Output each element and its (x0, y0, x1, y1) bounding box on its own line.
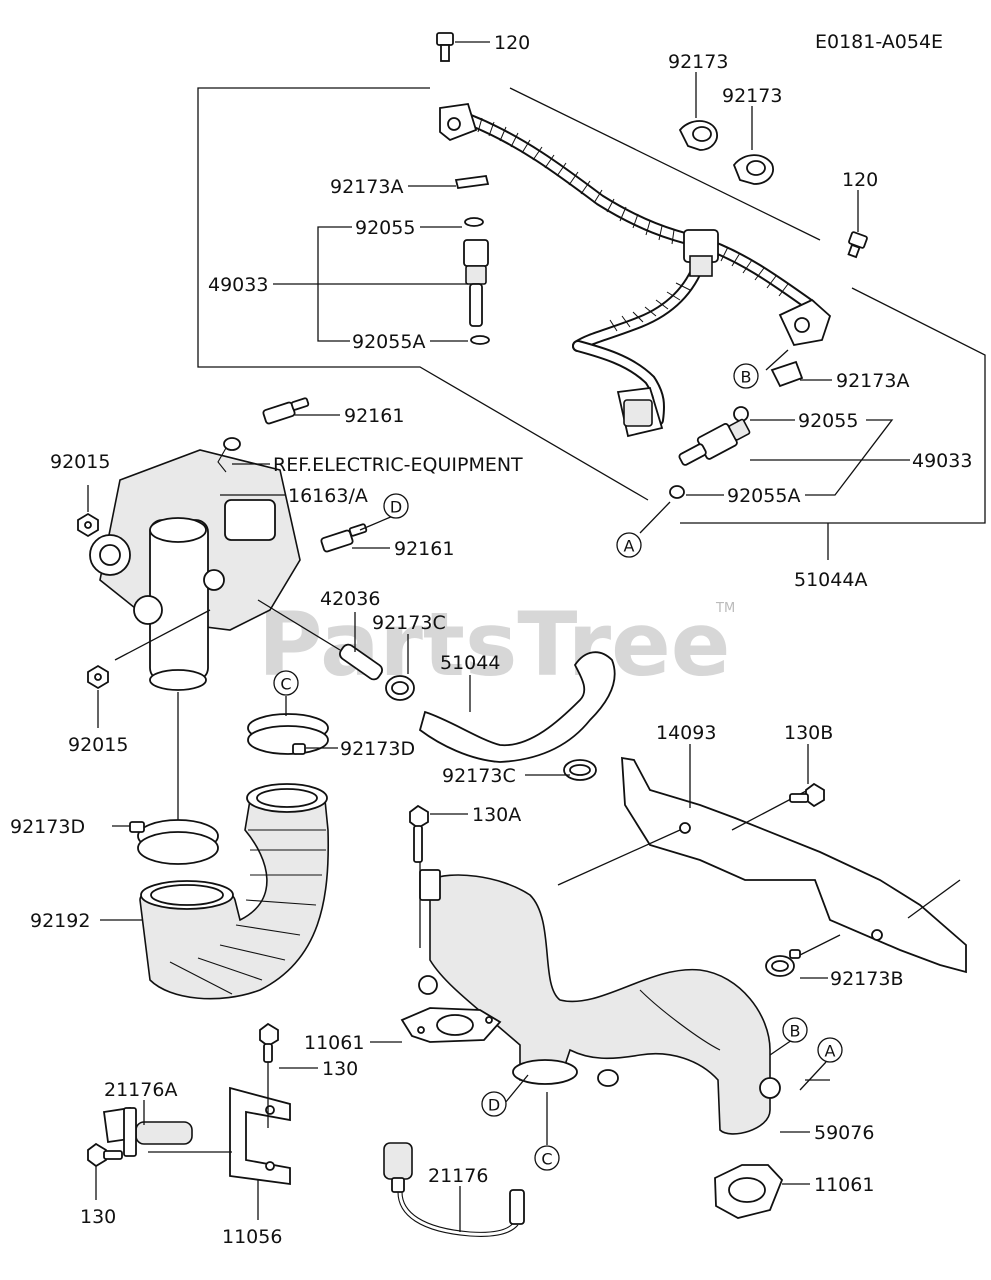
gasket-11061-bottom (714, 1164, 810, 1219)
label-11061-bottom: 11061 (814, 1174, 874, 1196)
label-120-right: 120 (842, 169, 878, 191)
label-92192: 92192 (30, 910, 90, 932)
label-92161-top: 92161 (344, 405, 404, 427)
clamp-92173-a (678, 120, 718, 151)
callout-A-bottom: A (817, 1037, 843, 1063)
callout-D-bottom: D (481, 1091, 507, 1117)
label-92015-top: 92015 (50, 451, 110, 473)
clamp-92173D-lower (112, 819, 219, 865)
callout-D-top: D (383, 493, 409, 519)
watermark: PartsTree (258, 593, 730, 696)
label-92173-a: 92173 (668, 51, 728, 73)
hose-51044 (418, 651, 616, 763)
bolt-120-right (847, 231, 868, 259)
label-42036: 42036 (320, 588, 380, 610)
label-92161-mid: 92161 (394, 538, 454, 560)
label-130-mid: 130 (322, 1058, 358, 1080)
label-21176A: 21176A (104, 1079, 177, 1101)
label-92173D-right: 92173D (340, 738, 415, 760)
pipe-42036 (257, 599, 383, 681)
callout-C-bottom: C (534, 1145, 560, 1171)
callout-C-top: C (273, 670, 299, 696)
clamp-92173C-top (385, 634, 415, 701)
diagram-code: E0181-A054E (815, 31, 943, 53)
clamp-92173B (765, 934, 841, 979)
label-49033-right: 49033 (912, 450, 972, 472)
harness-frame (197, 87, 986, 560)
label-92055-right: 92055 (798, 410, 858, 432)
sensor-21176 (383, 1142, 525, 1237)
label-21176: 21176 (428, 1165, 488, 1187)
svg-text:A: A (624, 537, 635, 556)
label-92173-b: 92173 (722, 85, 782, 107)
bolt-120-top (436, 32, 454, 62)
injector-stack-right (669, 360, 804, 499)
label-59076: 59076 (814, 1122, 874, 1144)
label-51044A: 51044A (794, 569, 867, 591)
fitting-92161-top (262, 397, 310, 425)
clamp-92173D-upper (247, 696, 338, 755)
svg-text:B: B (790, 1022, 801, 1041)
label-16163A: 16163/A (288, 485, 368, 507)
label-92055A-right: 92055A (727, 485, 800, 507)
intake-manifold-59076 (418, 869, 781, 1135)
svg-text:C: C (541, 1150, 552, 1169)
label-92055-left: 92055 (355, 217, 415, 239)
injector-stack-left (454, 175, 490, 345)
label-92173D-left: 92173D (10, 816, 85, 838)
label-92173B: 92173B (830, 968, 903, 990)
intake-duct-92192 (100, 783, 330, 1000)
callout-A-top: A (616, 532, 642, 558)
nut-92015-bottom (87, 664, 109, 690)
sensor-21176A (102, 1100, 193, 1157)
label-92055A-left: 92055A (352, 331, 425, 353)
label-11056: 11056 (222, 1226, 282, 1248)
label-92173C-bottom: 92173C (442, 765, 516, 787)
label-92015-bottom: 92015 (68, 734, 128, 756)
label-92173C-top: 92173C (372, 612, 446, 634)
bolt-130-bottom (87, 1142, 123, 1200)
svg-text:C: C (280, 675, 291, 694)
label-130A: 130A (472, 804, 521, 826)
label-130B: 130B (784, 722, 833, 744)
callout-B-top: B (733, 363, 759, 389)
label-49033-left: 49033 (208, 274, 268, 296)
fuel-hose-51044A (439, 103, 832, 438)
ref-electric-part (217, 437, 241, 473)
label-130-bottom: 130 (80, 1206, 116, 1228)
bracket-14093 (557, 744, 967, 974)
bolt-130-mid (259, 1022, 318, 1128)
svg-text:A: A (825, 1042, 836, 1061)
clamp-92173-b (732, 154, 774, 185)
callout-B-bottom: B (782, 1017, 808, 1043)
svg-text:D: D (390, 498, 402, 517)
svg-text:D: D (488, 1096, 500, 1115)
label-11061-mid: 11061 (304, 1032, 364, 1054)
nut-92015-top (77, 512, 99, 538)
label-92173A-left: 92173A (330, 176, 403, 198)
gasket-11061-mid (370, 1007, 502, 1043)
bolt-130B (789, 744, 825, 808)
label-51044: 51044 (440, 652, 500, 674)
bracket-11056 (148, 1086, 291, 1220)
label-ref-electric: REF.ELECTRIC-EQUIPMENT (273, 454, 523, 476)
watermark-tm: TM (715, 601, 735, 616)
bolt-130A (409, 804, 468, 948)
label-92173A-right: 92173A (836, 370, 909, 392)
label-120-top: 120 (494, 32, 530, 54)
clamp-92173C-bottom (525, 759, 597, 781)
svg-text:B: B (741, 368, 752, 387)
label-14093: 14093 (656, 722, 716, 744)
